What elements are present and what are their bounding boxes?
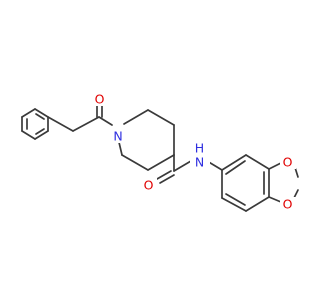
- bond-ar-5-inner: [225, 193, 246, 206]
- atom-bg-o-amide: [141, 178, 157, 192]
- atom-bg-o-acyl: [92, 92, 108, 106]
- bond-camide-o-a: [156, 170, 172, 180]
- bond-ar-1: [221, 154, 247, 171]
- bond-pip-c5-c6: [121, 154, 149, 171]
- bond-ch2-co: [72, 116, 100, 132]
- bond-pip-n-c2: [123, 109, 149, 125]
- bond-ph-ch2: [47, 116, 74, 132]
- bond-co-n: [98, 116, 113, 126]
- bond-ar-5: [221, 197, 247, 212]
- bond-ar-4: [245, 196, 270, 212]
- bond-dx-4: [268, 196, 282, 203]
- bond-ar-1-inner: [225, 160, 246, 175]
- bond-ph-2: [21, 108, 36, 118]
- atom-o-amide: O: [144, 178, 154, 193]
- atom-o-acyl: O: [95, 92, 105, 107]
- molecule-structure: O N O H N O O: [0, 0, 300, 300]
- atom-labels: O N O H N O O: [92, 92, 296, 212]
- bond-dx-1: [268, 162, 282, 170]
- atom-bg-nh: [190, 143, 210, 171]
- background: [0, 0, 300, 300]
- bonds: [21, 103, 299, 212]
- bond-ph-5-inner: [35, 128, 45, 135]
- bond-ph-3-inner: [35, 113, 45, 120]
- bond-ar-2: [245, 154, 270, 170]
- atom-bg-n-pip: [110, 129, 126, 143]
- bond-pip-c4-c5: [147, 154, 175, 171]
- bond-camide-n: [173, 160, 192, 172]
- bond-pip-c2-c3: [147, 109, 175, 126]
- atom-o-dioxole-top: O: [283, 155, 293, 170]
- bond-ph-5: [34, 130, 49, 140]
- bond-ph-3: [34, 108, 49, 118]
- bond-camide-o-b: [159, 174, 175, 184]
- bond-ph-6: [21, 130, 36, 140]
- atom-o-dioxole-bottom: O: [283, 197, 293, 212]
- atom-n-pip: N: [113, 129, 122, 144]
- atom-n-amide: N: [195, 155, 204, 170]
- atom-h-amide: H: [195, 141, 204, 156]
- atom-bg-o-dioxole-bottom: [280, 197, 296, 211]
- atom-bg-o-dioxole-top: [280, 155, 296, 169]
